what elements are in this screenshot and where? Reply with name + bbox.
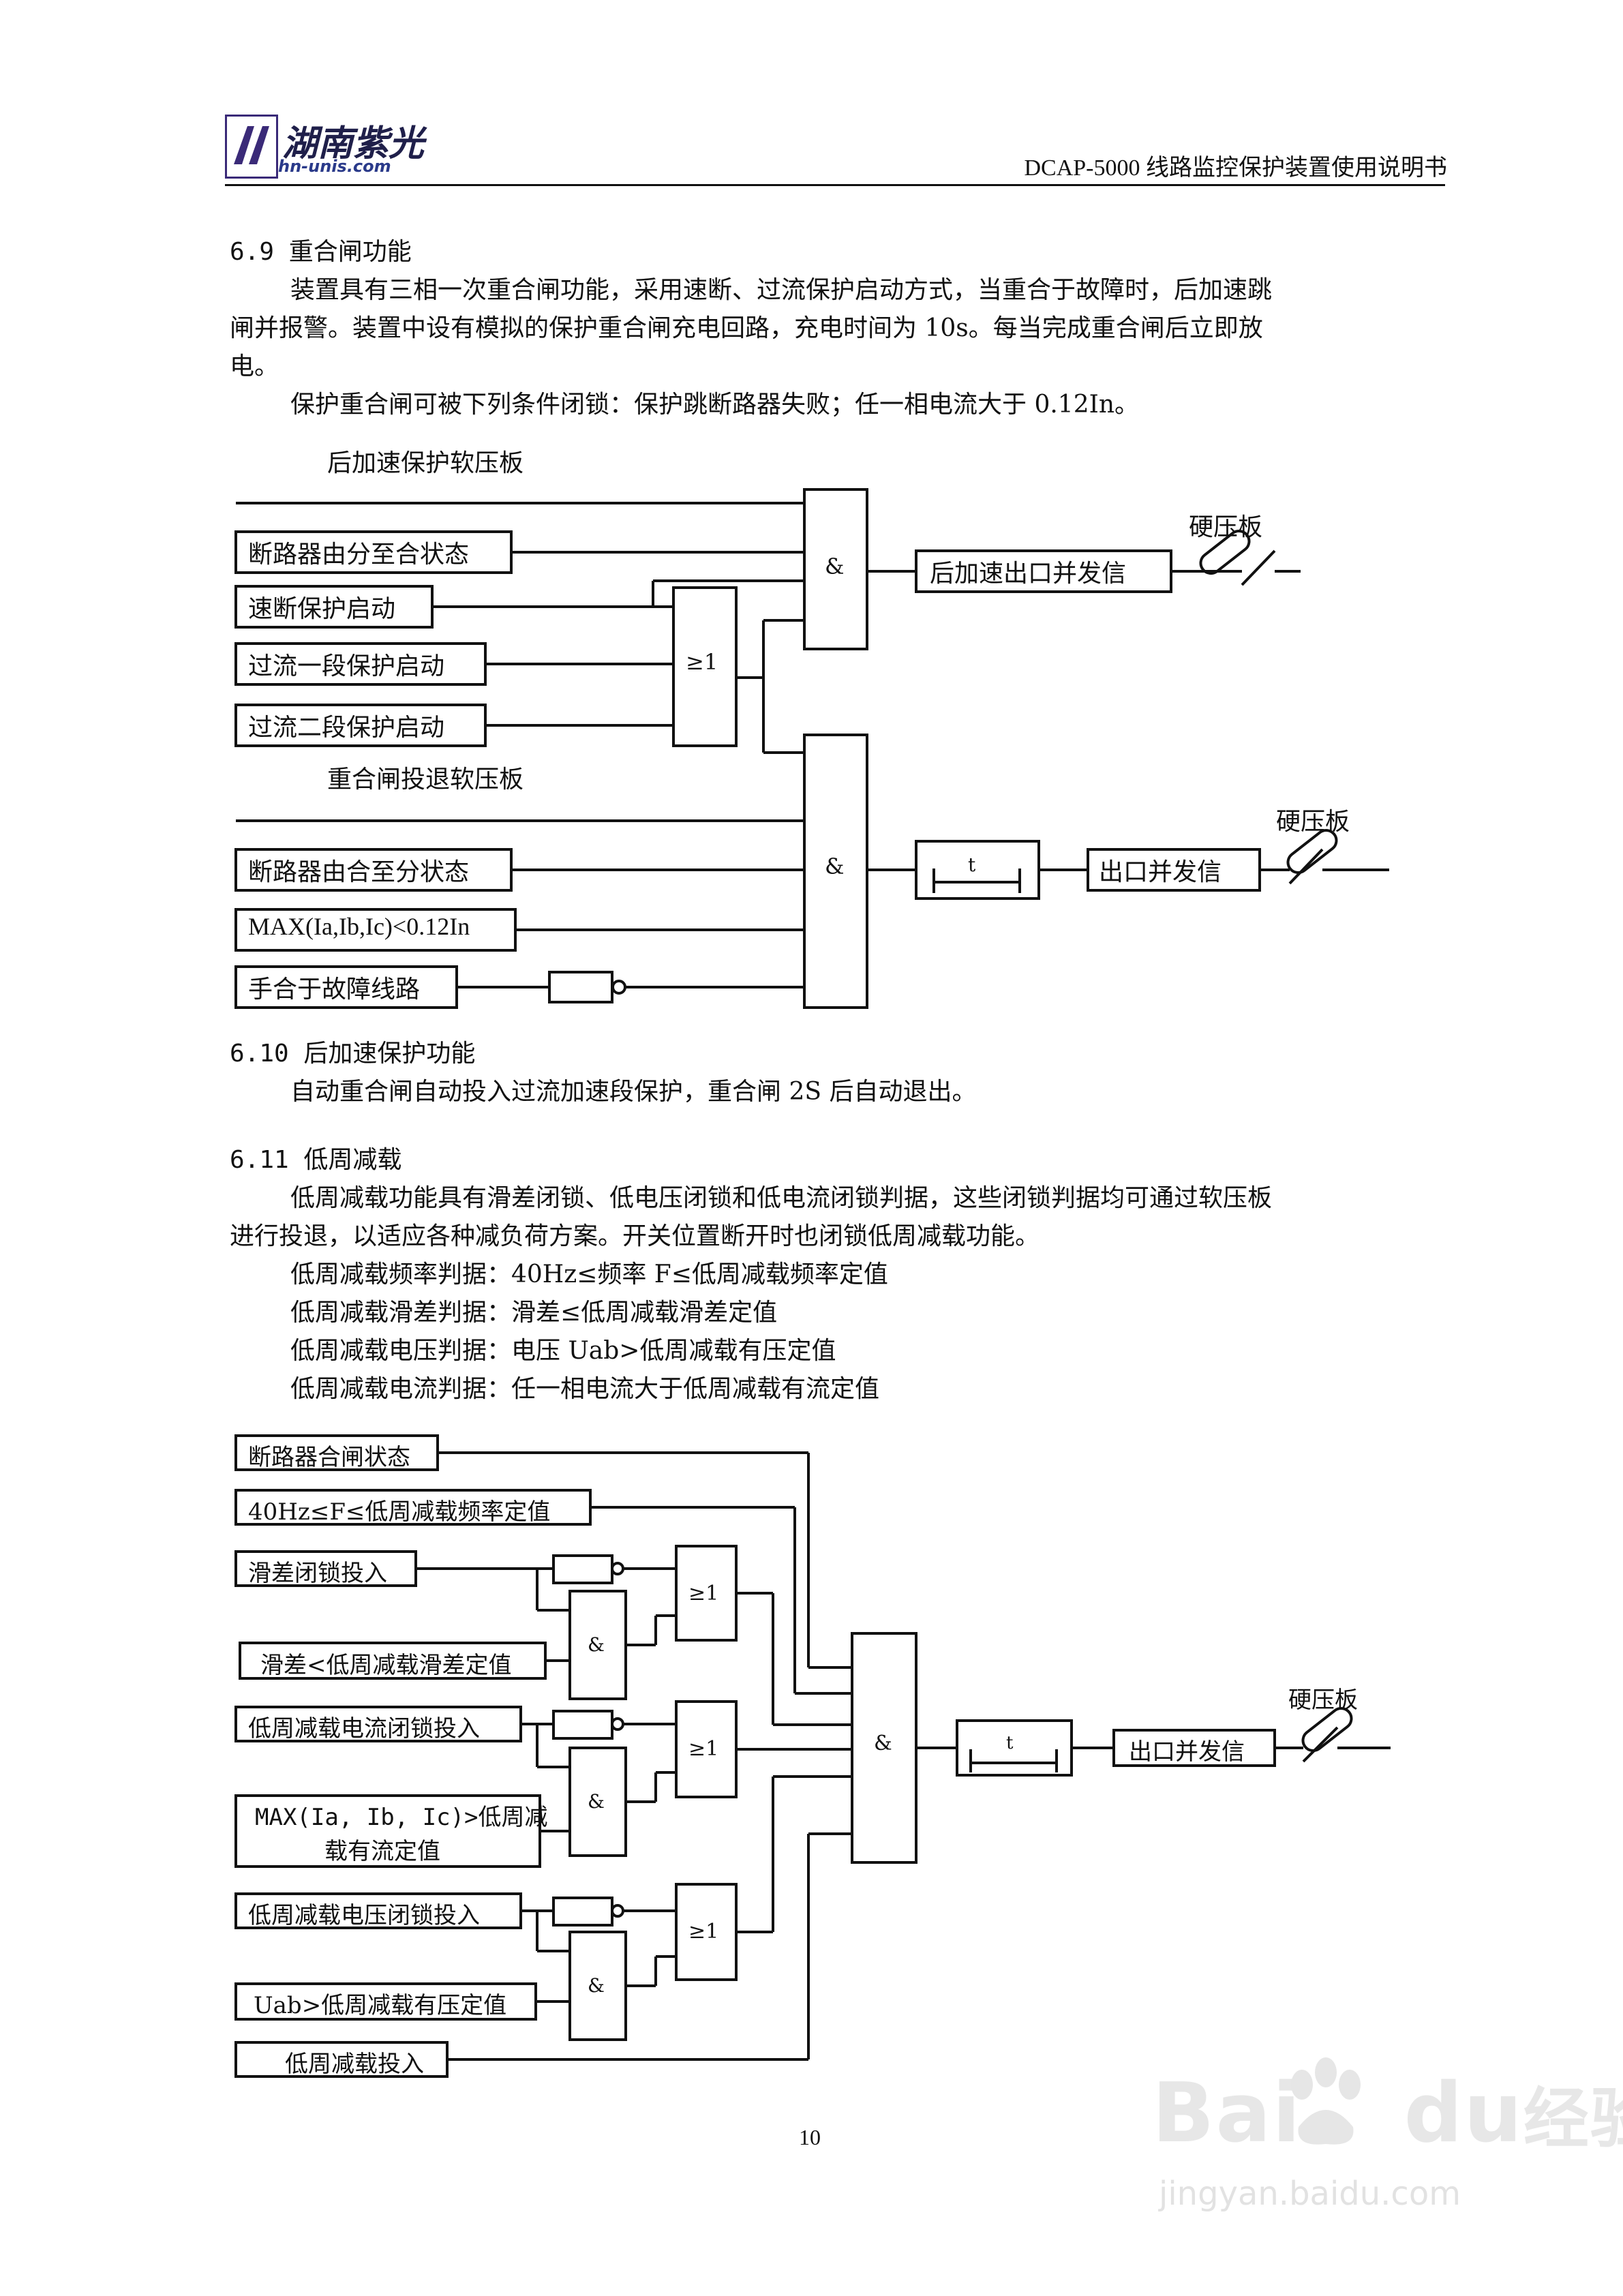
- and-gate-label: &: [825, 554, 845, 579]
- input-label: 40Hz≤F≤低周减载频率定值: [248, 1498, 551, 1526]
- and-gate-label: &: [874, 1732, 892, 1755]
- input-label: 滑差闭锁投入: [248, 1560, 387, 1587]
- input-label: 速断保护启动: [248, 595, 396, 623]
- header-rule: [225, 184, 1445, 186]
- input-label: 过流二段保护启动: [248, 714, 445, 742]
- input-label: 断路器由分至合状态: [248, 541, 470, 569]
- paragraph-line: 低周减载电流判据：任一相电流大于低周减载有流定值: [290, 1375, 880, 1403]
- output-label: 出口并发信: [1129, 1738, 1245, 1766]
- and-gate-label: &: [825, 854, 845, 879]
- paragraph-line: 低周减载滑差判据：滑差≤低周减载滑差定值: [290, 1299, 778, 1327]
- paragraph-line: 自动重合闸自动投入过流加速段保护，重合闸 2S 后自动退出。: [290, 1078, 977, 1106]
- input-label: 低周减载电流闭锁投入: [248, 1715, 480, 1742]
- output-label: 出口并发信: [1099, 858, 1222, 886]
- paragraph-line: 低周减载电压判据：电压 Uab>低周减载有压定值: [290, 1337, 836, 1365]
- paragraph-line: 闸并报警。装置中设有模拟的保护重合闸充电回路，充电时间为 10s。每当完成重合闸…: [230, 314, 1263, 342]
- input-label: 低周减载投入: [285, 2051, 424, 2078]
- and-gate-label: &: [588, 1974, 605, 1997]
- input-label: Uab>低周减载有压定值: [254, 1992, 507, 2019]
- input-label: MAX(Ia, Ib, Ic)>低周减: [255, 1804, 548, 1831]
- section-heading-6-9: 6.9 重合闸功能: [230, 238, 412, 266]
- soft-plate-label: 后加速保护软压板: [327, 449, 524, 477]
- document-title: DCAP-5000 线路监控保护装置使用说明书: [1024, 155, 1447, 181]
- page-number: 10: [799, 2125, 821, 2149]
- output-label: 后加速出口并发信: [930, 560, 1127, 588]
- watermark-brand-part: du: [1404, 2066, 1523, 2161]
- paw-icon: [1291, 2057, 1361, 2145]
- hard-plate-label: 硬压板: [1189, 513, 1263, 541]
- input-label: MAX(Ia,Ib,Ic)<0.12In: [248, 913, 470, 940]
- paragraph-line: 低周减载功能具有滑差闭锁、低电压闭锁和低电流闭锁判据，这些闭锁判据均可通过软压板: [290, 1184, 1273, 1212]
- section-heading-6-11: 6.11 低周减载: [230, 1146, 402, 1174]
- or-gate-label: ≥1: [688, 1920, 719, 1944]
- paragraph-line: 低周减载频率判据：40Hz≤频率 F≤低周减载频率定值: [290, 1260, 888, 1288]
- paragraph-line: 进行投退，以适应各种减负荷方案。开关位置断开时也闭锁低周减载功能。: [230, 1222, 1040, 1250]
- input-label: 滑差<低周减载滑差定值: [260, 1652, 512, 1679]
- watermark-brand: Bai du经验: [1152, 2066, 1623, 2161]
- hard-plate-label: 硬压板: [1276, 808, 1350, 836]
- paragraph-line: 装置具有三相一次重合闸功能，采用速断、过流保护启动方式，当重合于故障时，后加速跳: [290, 276, 1273, 304]
- company-logo: 湖南紫光 hn-unis.com: [225, 115, 429, 183]
- soft-plate-label: 重合闸投退软压板: [327, 766, 524, 794]
- timer-label: t: [968, 854, 976, 876]
- input-label: 过流一段保护启动: [248, 652, 445, 680]
- input-label: 低周减载电压闭锁投入: [248, 1902, 480, 1929]
- paragraph-line: 电。: [230, 352, 279, 380]
- and-gate-label: &: [588, 1633, 605, 1656]
- watermark-url: jingyan.baidu.com: [1159, 2175, 1461, 2213]
- input-label: 手合于故障线路: [248, 976, 421, 1003]
- or-gate-label: ≥1: [688, 1737, 719, 1761]
- and-gate-label: &: [588, 1790, 605, 1813]
- section-heading-6-10: 6.10 后加速保护功能: [230, 1040, 476, 1068]
- hard-plate-label: 硬压板: [1288, 1687, 1358, 1714]
- or-gate-label: ≥1: [686, 649, 718, 675]
- watermark-brand-part: Bai: [1152, 2066, 1302, 2161]
- input-label: 载有流定值: [324, 1838, 440, 1865]
- paragraph-line: 保护重合闸可被下列条件闭锁：保护跳断路器失败；任一相电流大于 0.12In。: [290, 391, 1140, 419]
- watermark-brand-cn: 经验: [1523, 2081, 1623, 2157]
- input-label: 断路器合闸状态: [248, 1444, 410, 1471]
- logo-mark-icon: [225, 115, 278, 179]
- or-gate-label: ≥1: [688, 1582, 719, 1605]
- input-label: 断路器由合至分状态: [248, 858, 470, 886]
- logo-text: 湖南紫光: [282, 123, 425, 164]
- logo-url: hn-unis.com: [278, 157, 391, 176]
- timer-label: t: [1006, 1733, 1014, 1753]
